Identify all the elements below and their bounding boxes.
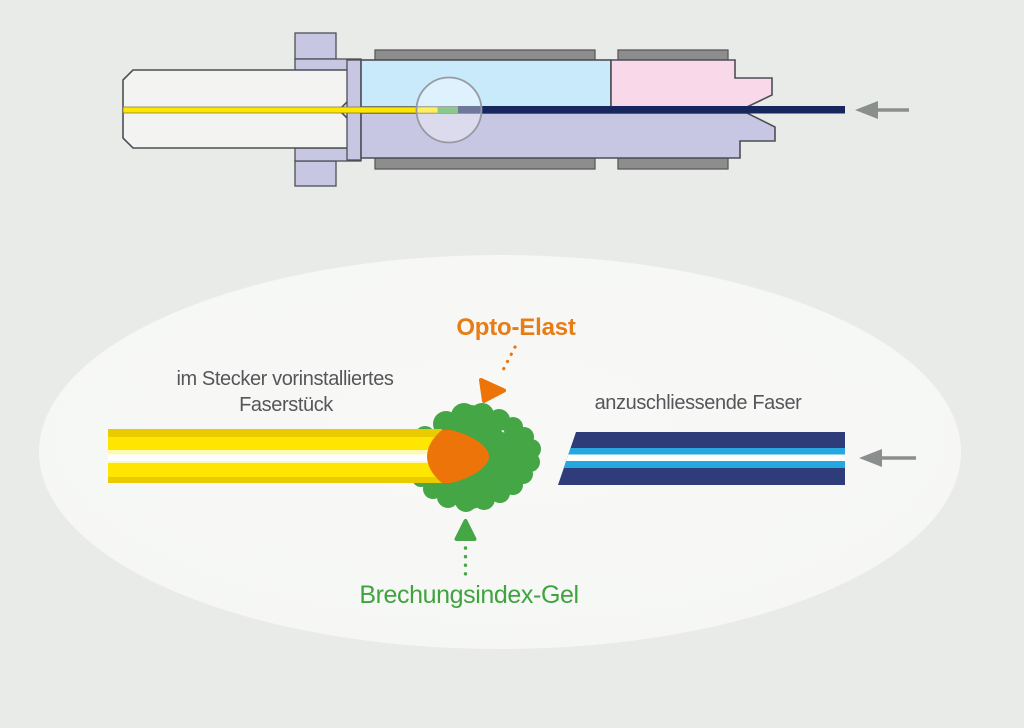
connector-body-bottom <box>360 112 776 159</box>
connector-cross-section <box>122 32 909 187</box>
detail-view: im Stecker vorinstalliertes Faserstück a… <box>39 255 961 649</box>
clamp-block-top <box>294 32 337 60</box>
incoming-fiber <box>458 106 845 114</box>
label-fiber-to-connect: anzuschliessende Faser <box>595 392 803 414</box>
clamp-block-bottom <box>294 160 337 187</box>
arrow-left-icon <box>859 449 916 467</box>
label-opto-elast: Opto-Elast <box>456 314 576 341</box>
fiber-blue-magnified <box>558 432 845 485</box>
dotted-arrow-icon-gel <box>454 519 477 583</box>
crimp-bar-bottom-left <box>374 157 596 170</box>
label-refractive-index-gel: Brechungsindex-Gel <box>359 581 578 609</box>
crimp-bar-top-left <box>374 49 596 61</box>
dotted-arrow-icon-opto-elast <box>479 345 517 403</box>
crimp-bar-bottom-right <box>617 157 729 170</box>
preinstalled-fiber <box>122 106 439 114</box>
arrow-left-icon <box>855 101 909 119</box>
connector-end-pink <box>610 59 773 108</box>
crimp-bar-top-right <box>617 49 729 61</box>
opto-elast-tip <box>427 430 489 483</box>
label-preinstalled-fiber-line1: im Stecker vorinstalliertes <box>176 368 393 390</box>
magnifier-circle-icon <box>415 76 483 144</box>
connector-body-top <box>360 59 612 108</box>
label-preinstalled-fiber-line2: Faserstück <box>239 394 334 416</box>
fiber-yellow-magnified <box>108 429 442 483</box>
gel-joint-segment <box>438 107 458 113</box>
